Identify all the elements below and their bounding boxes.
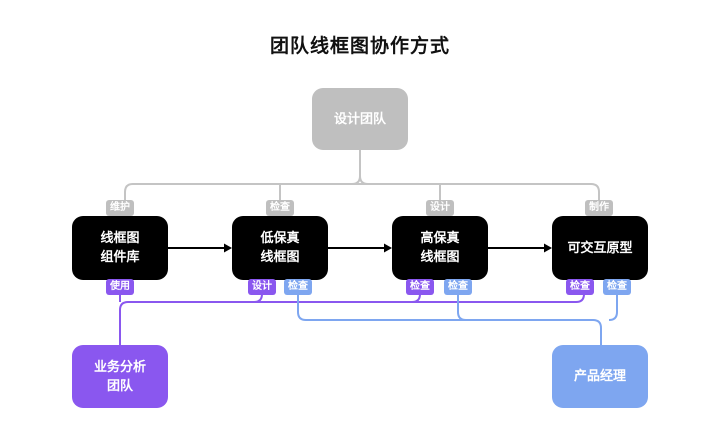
- node-business-team-label: 业务分析 团队: [93, 359, 146, 394]
- node-product-manager-label: 产品经理: [573, 369, 626, 384]
- tag-design-low: 设计: [248, 279, 276, 295]
- node-design-team: 设计团队: [312, 88, 408, 150]
- blue-connector-high: [457, 294, 467, 321]
- gray-connector-joint: [351, 175, 369, 185]
- diagram-title: 团队线框图协作方式: [269, 35, 450, 57]
- blue-connector-main: [297, 294, 602, 345]
- tag-maintain: 维护: [106, 200, 134, 216]
- node-high-fidelity: 高保真 线框图: [392, 216, 488, 280]
- tag-design-high: 设计: [426, 200, 454, 216]
- node-component-library-label: 线框图 组件库: [100, 231, 140, 265]
- purple-connector-main: [119, 293, 585, 345]
- tag-inspect-low-blue: 检查: [284, 279, 312, 295]
- tag-make-proto: 制作: [585, 200, 613, 216]
- node-product-manager: 产品经理: [552, 345, 648, 408]
- gray-connector-bus: [124, 183, 600, 210]
- tag-use: 使用: [106, 279, 134, 295]
- node-design-team-label: 设计团队: [333, 111, 386, 127]
- flow-arrow-2-head: [384, 243, 392, 253]
- node-component-library: 线框图 组件库: [72, 216, 168, 280]
- tag-inspect-low: 检查: [266, 200, 294, 216]
- tag-inspect-high-blue: 检查: [444, 279, 472, 295]
- node-low-fidelity-label: 低保真 线框图: [260, 231, 300, 265]
- blue-connector-proto: [608, 294, 618, 321]
- node-high-fidelity-label: 高保真 线框图: [420, 231, 460, 265]
- purple-connector-low: [253, 293, 263, 303]
- node-business-team: 业务分析 团队: [72, 345, 168, 408]
- tag-inspect-proto-purple: 检查: [566, 279, 594, 295]
- flow-arrow-1-head: [224, 243, 232, 253]
- flow-arrow-3-head: [544, 243, 552, 253]
- node-interactive-prototype: 可交互原型: [552, 216, 648, 280]
- node-low-fidelity: 低保真 线框图: [232, 216, 328, 280]
- tag-inspect-proto-blue: 检查: [603, 279, 631, 295]
- tag-inspect-high-purple: 检查: [406, 279, 434, 295]
- purple-connector-high: [411, 293, 421, 303]
- node-interactive-prototype-label: 可交互原型: [567, 240, 633, 256]
